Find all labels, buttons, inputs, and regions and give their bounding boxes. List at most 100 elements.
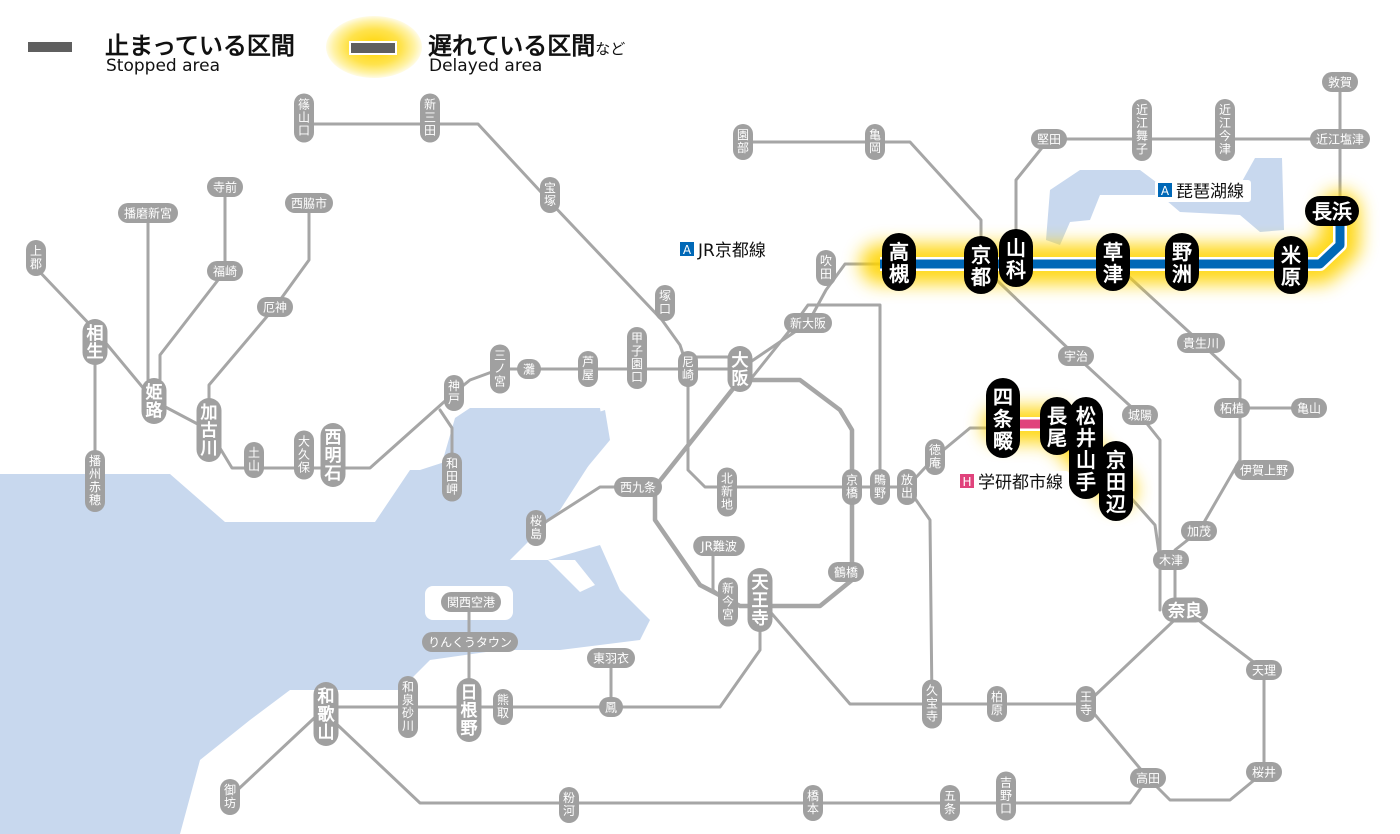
station[interactable]: 亀山 xyxy=(1291,398,1327,418)
station[interactable]: 吉野口 xyxy=(996,771,1016,821)
line-label-jr-kyoto[interactable]: A JR京都線 xyxy=(677,239,779,261)
station[interactable]: 近江舞子 xyxy=(1132,99,1152,161)
station[interactable]: 天理 xyxy=(1246,660,1282,680)
station-affected[interactable]: 山科 xyxy=(999,229,1033,287)
station[interactable]: 播磨新宮 xyxy=(118,203,178,223)
station-affected[interactable]: 野洲 xyxy=(1165,233,1199,291)
station[interactable]: 近江塩津 xyxy=(1310,129,1370,149)
station-pill xyxy=(444,375,464,411)
station-pill xyxy=(747,568,773,632)
station[interactable]: JR難波 xyxy=(693,536,745,556)
station-name: 福崎 xyxy=(213,264,237,279)
station[interactable]: 橋本 xyxy=(803,785,823,821)
station[interactable]: 宝塚 xyxy=(540,177,560,213)
station[interactable]: 粉河 xyxy=(559,787,579,823)
station[interactable]: 五条 xyxy=(940,785,960,821)
station[interactable]: 甲子園口 xyxy=(627,327,647,389)
station[interactable]: 近江今津 xyxy=(1215,99,1235,161)
station-pill xyxy=(294,430,314,480)
station-pill xyxy=(1177,333,1225,353)
station[interactable]: 播州赤穂 xyxy=(85,450,105,512)
station[interactable]: 桜井 xyxy=(1246,762,1282,782)
station-affected[interactable]: 京田辺 xyxy=(1099,441,1133,521)
station[interactable]: 柘植 xyxy=(1214,398,1250,418)
station-name: 長浜 xyxy=(1312,200,1352,224)
station[interactable]: 篠山口 xyxy=(294,93,314,143)
station[interactable]: 福崎 xyxy=(207,261,243,281)
label-bg xyxy=(1155,180,1251,202)
station-affected[interactable]: 松井山手 xyxy=(1069,397,1103,499)
station[interactable]: 北新地 xyxy=(717,467,737,517)
station[interactable]: 灘 xyxy=(517,359,541,379)
station[interactable]: 日根野 xyxy=(456,678,482,742)
station[interactable]: 放出 xyxy=(897,469,917,505)
station[interactable]: 加茂 xyxy=(1181,521,1217,541)
station[interactable]: 神戸 xyxy=(444,375,464,411)
station[interactable]: 柏原 xyxy=(987,686,1007,722)
station-pill xyxy=(1040,397,1074,455)
station-affected[interactable]: 長浜 xyxy=(1305,196,1359,226)
station[interactable]: 御坊 xyxy=(220,779,240,815)
station[interactable]: 大阪 xyxy=(727,346,753,392)
station[interactable]: 大久保 xyxy=(294,430,314,480)
port-pier xyxy=(548,560,595,592)
station-name: 西九条 xyxy=(620,481,656,495)
station[interactable]: 鳳 xyxy=(599,697,623,717)
station[interactable]: 鴫野 xyxy=(870,469,890,505)
station[interactable]: 和田岬 xyxy=(442,452,462,502)
station[interactable]: 城陽 xyxy=(1122,405,1158,425)
station[interactable]: 上郡 xyxy=(26,240,46,276)
station[interactable]: 新今宮 xyxy=(718,577,738,627)
station[interactable]: 関西空港 xyxy=(441,592,501,612)
station[interactable]: 伊賀上野 xyxy=(1234,460,1294,480)
line-label-biwako[interactable]: A 琵琶湖線 xyxy=(1155,180,1251,202)
lake-biwa xyxy=(1046,158,1284,245)
station[interactable]: 高田 xyxy=(1130,768,1166,788)
station[interactable]: 厄神 xyxy=(257,297,293,317)
station[interactable]: 王寺 xyxy=(1076,686,1096,722)
station[interactable]: 木津 xyxy=(1153,550,1189,570)
station[interactable]: 姫路 xyxy=(141,378,167,424)
station[interactable]: 和歌山 xyxy=(313,682,339,746)
station[interactable]: 桜島 xyxy=(526,510,546,546)
station[interactable]: 新三田 xyxy=(420,93,440,143)
station[interactable]: 加古川 xyxy=(196,398,222,462)
station[interactable]: 西脇市 xyxy=(285,193,333,213)
station[interactable]: 寺前 xyxy=(207,177,243,197)
station[interactable]: 久宝寺 xyxy=(922,679,942,729)
station[interactable]: 熊取 xyxy=(493,689,513,725)
station[interactable]: 尼崎 xyxy=(678,351,698,387)
station[interactable]: 亀岡 xyxy=(865,124,885,160)
station[interactable]: 敦賀 xyxy=(1322,72,1358,92)
station-pill xyxy=(442,452,462,502)
station[interactable]: 芦屋 xyxy=(578,351,598,387)
station[interactable]: 三ノ宮 xyxy=(490,344,510,394)
station-affected[interactable]: 米原 xyxy=(1274,236,1308,294)
station[interactable]: 和泉砂川 xyxy=(398,676,418,738)
station[interactable]: 堅田 xyxy=(1031,129,1067,149)
station[interactable]: 東羽衣 xyxy=(587,648,635,668)
station-affected[interactable]: 四条畷 xyxy=(986,378,1020,458)
station[interactable]: りんくうタウン xyxy=(422,632,518,652)
station-name: 近江舞子 xyxy=(1136,103,1148,156)
station-affected[interactable]: 京都 xyxy=(964,236,998,294)
station[interactable]: 西明石 xyxy=(320,423,346,487)
station[interactable]: 塚口 xyxy=(655,285,675,321)
station[interactable]: 西九条 xyxy=(614,477,662,497)
station[interactable]: 園部 xyxy=(733,124,753,160)
station[interactable]: 新大阪 xyxy=(784,313,832,333)
station[interactable]: 天王寺 xyxy=(747,568,773,632)
station[interactable]: 奈良 xyxy=(1162,597,1208,623)
line-label-gakken[interactable]: H 学研都市線 xyxy=(957,471,1069,493)
station[interactable]: 相生 xyxy=(82,319,108,365)
station-affected[interactable]: 高槻 xyxy=(882,233,916,291)
station-affected[interactable]: 長尾 xyxy=(1040,397,1074,455)
station[interactable]: 徳庵 xyxy=(925,439,945,475)
station-affected[interactable]: 草津 xyxy=(1096,233,1130,291)
station[interactable]: 貴生川 xyxy=(1177,333,1225,353)
station[interactable]: 京橋 xyxy=(842,469,862,505)
station[interactable]: 鶴橋 xyxy=(828,562,864,582)
station[interactable]: 吹田 xyxy=(816,250,836,286)
station[interactable]: 土山 xyxy=(244,442,264,478)
station[interactable]: 宇治 xyxy=(1058,346,1094,366)
